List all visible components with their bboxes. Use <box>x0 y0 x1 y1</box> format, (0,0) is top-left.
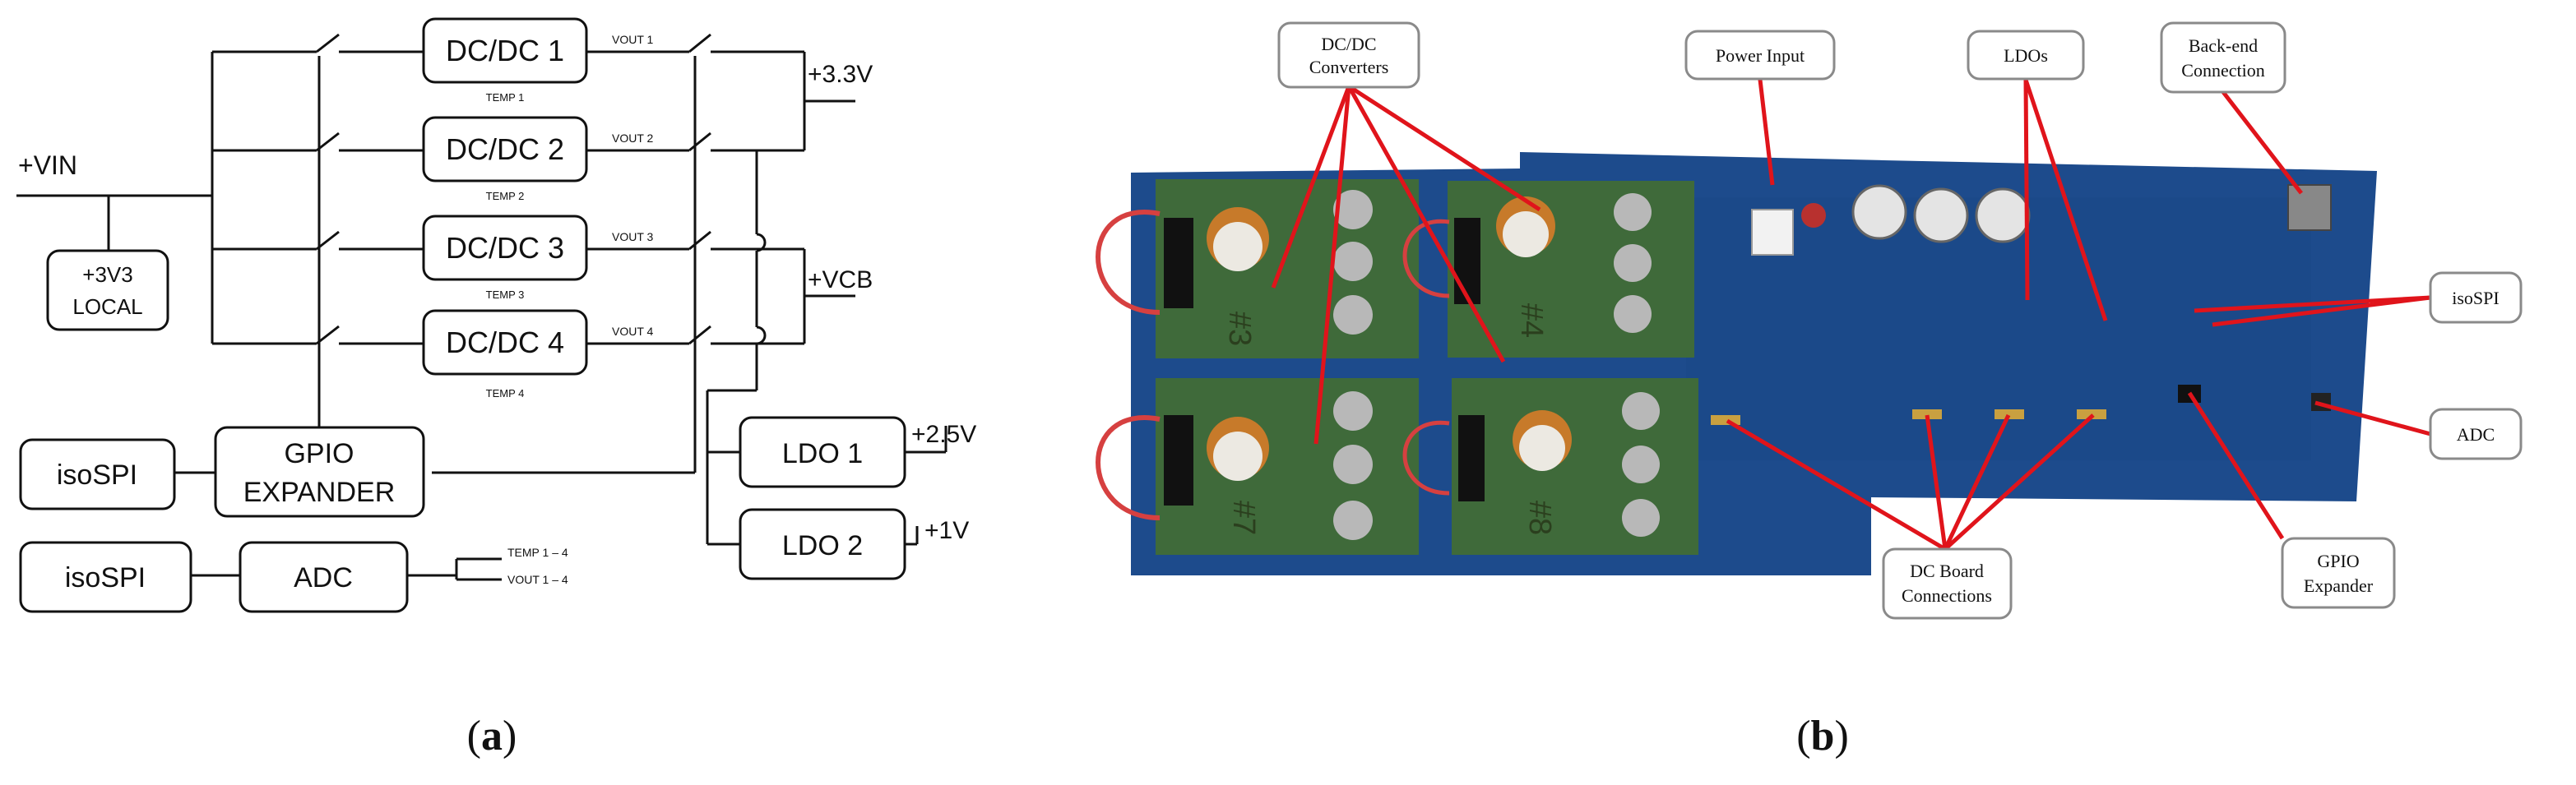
board-number-3: #3 <box>1222 312 1257 346</box>
adc-input-temp: TEMP 1 – 4 <box>507 546 568 559</box>
local-supply-line2: LOCAL <box>72 294 142 319</box>
callout-dcboard-line1: DC Board <box>1910 561 1984 581</box>
callout-adc: ADC <box>2457 424 2495 445</box>
dcdc-module-3: #3 <box>1156 179 1419 358</box>
vout4-label: VOUT 4 <box>612 325 654 338</box>
schematic-diagram <box>16 33 947 581</box>
adc-label: ADC <box>294 562 353 593</box>
schematic-boxes <box>19 17 906 613</box>
temp3-label: TEMP 3 <box>486 289 525 301</box>
ldo2-output-label: +1V <box>924 517 969 544</box>
callout-lines <box>1271 79 2431 552</box>
caption-a: (a) <box>467 713 517 760</box>
callout-backend-line2: Connection <box>2181 60 2264 81</box>
vin-label: +VIN <box>18 150 77 180</box>
gpio-label-line2: EXPANDER <box>243 477 396 508</box>
vout1-label: VOUT 1 <box>612 33 654 46</box>
temp1-label: TEMP 1 <box>486 91 525 104</box>
gpio-label-line1: GPIO <box>284 438 354 469</box>
isospi-adc-label: isoSPI <box>65 562 146 593</box>
dcdc-module-8: #8 <box>1452 378 1698 555</box>
dcdc3-label: DC/DC 3 <box>446 231 564 265</box>
callout-backend-line1: Back-end <box>2189 35 2258 56</box>
ldo2-label: LDO 2 <box>782 530 863 561</box>
board-number-7: #7 <box>1226 501 1261 535</box>
callout-dcboard-line2: Connections <box>1902 585 1992 606</box>
caption-b: (b) <box>1796 713 1849 760</box>
isospi-gpio-label: isoSPI <box>57 459 137 491</box>
local-supply-line1: +3V3 <box>82 262 132 287</box>
dcdc1-label: DC/DC 1 <box>446 34 564 67</box>
callout-dcdc-line1: DC/DC <box>1321 34 1376 54</box>
callout-gpio-line1: GPIO <box>2317 551 2359 571</box>
adc-input-vout: VOUT 1 – 4 <box>507 573 568 586</box>
callout-gpio-line2: Expander <box>2304 575 2374 596</box>
dcdc-module-4: #4 <box>1448 181 1694 358</box>
rail-vcb-label: +VCB <box>808 266 873 293</box>
vout3-label: VOUT 3 <box>612 230 654 243</box>
temp4-label: TEMP 4 <box>486 387 525 399</box>
callout-isospi: isoSPI <box>2452 288 2499 308</box>
temp2-label: TEMP 2 <box>486 190 525 202</box>
callout-dcdc-line2: Converters <box>1309 57 1389 77</box>
callout-ldos: LDOs <box>2004 45 2048 66</box>
dcdc2-label: DC/DC 2 <box>446 132 564 166</box>
ldo1-label: LDO 1 <box>782 438 863 469</box>
callout-boxes <box>1277 21 2523 620</box>
board-number-8: #8 <box>1522 501 1557 535</box>
callout-power-input: Power Input <box>1716 45 1805 66</box>
rail-3v3-label: +3.3V <box>808 61 873 88</box>
vout2-label: VOUT 2 <box>612 132 654 145</box>
pcb-photo: #3 #4 #7 <box>1096 152 2377 575</box>
board-number-4: #4 <box>1514 303 1549 338</box>
ldo1-output-label: +2.5V <box>911 421 976 448</box>
dcdc-module-7: #7 <box>1156 378 1419 555</box>
dcdc4-label: DC/DC 4 <box>446 326 564 359</box>
